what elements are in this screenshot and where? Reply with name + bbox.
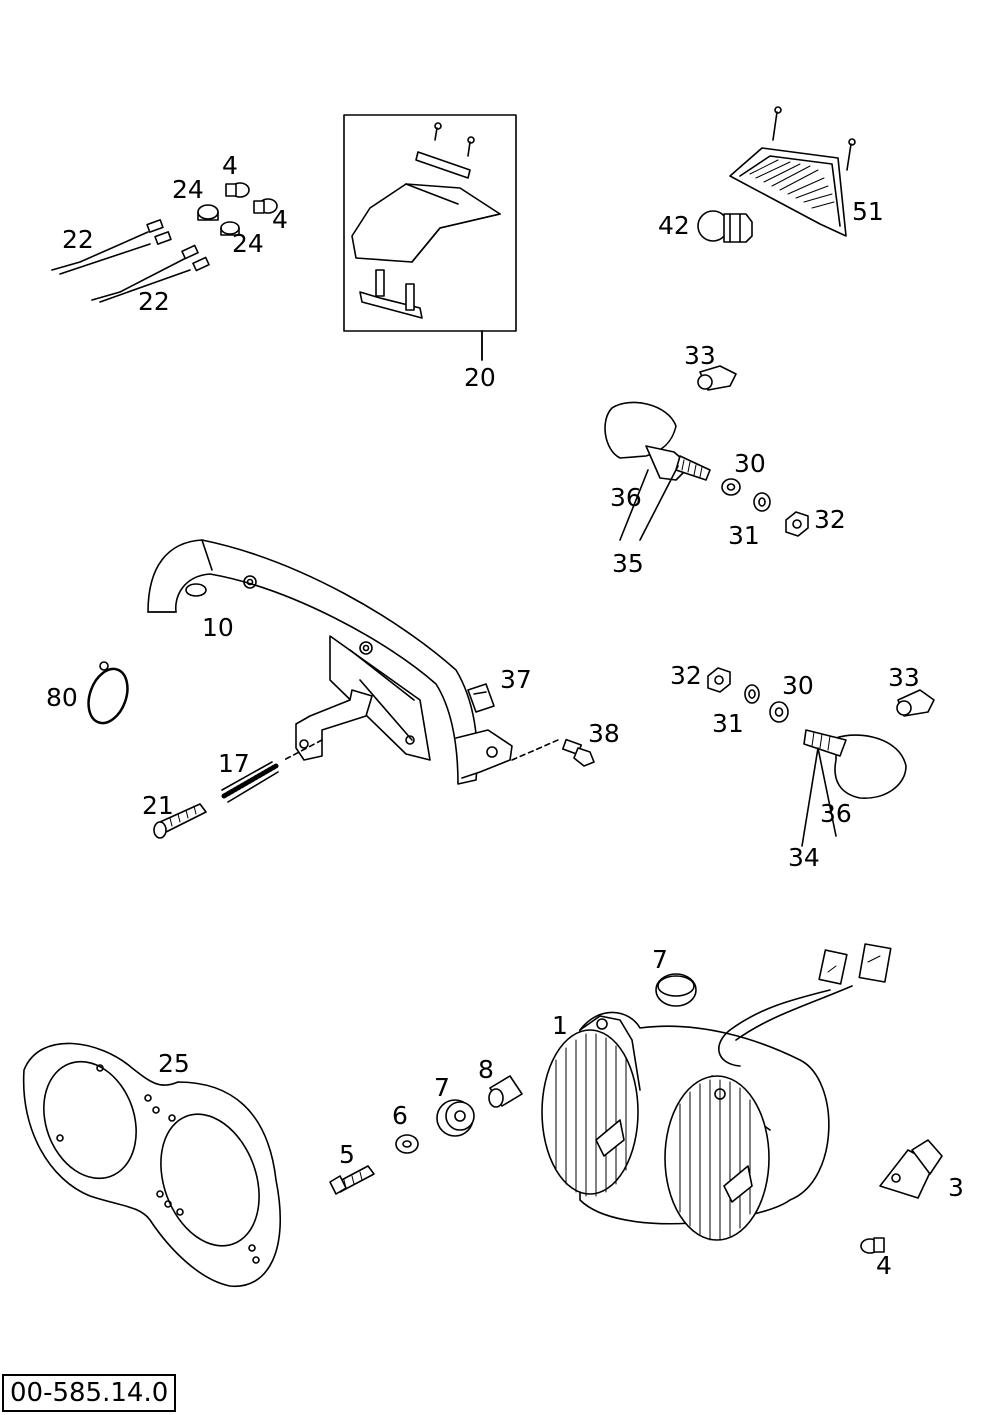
callout-6: 6 (392, 1101, 408, 1130)
callout-22-upper: 22 (62, 225, 94, 254)
headlight-bracket (147, 539, 559, 785)
callout-51: 51 (852, 197, 884, 226)
callout-4-lower: 4 (876, 1251, 892, 1280)
callout-30-lower: 30 (782, 671, 814, 700)
lock-washer-lower (744, 684, 760, 704)
bulb-parking-light (860, 1237, 885, 1254)
bulb-stop-light (697, 210, 753, 243)
callout-42: 42 (658, 211, 690, 240)
washer-flat (395, 1134, 419, 1154)
callout-25: 25 (158, 1049, 190, 1078)
callout-38: 38 (588, 719, 620, 748)
callout-1: 1 (552, 1011, 568, 1040)
callout-8: 8 (478, 1055, 494, 1084)
callout-37: 37 (500, 665, 532, 694)
drawing-id-label: 00-585.14.0 (2, 1374, 177, 1412)
callout-7-upper: 7 (652, 945, 668, 974)
leader-35 (619, 465, 679, 541)
callout-36-upper: 36 (610, 483, 642, 512)
headlight-frame-gasket (22, 1042, 281, 1287)
callout-20: 20 (464, 363, 496, 392)
callout-3: 3 (948, 1173, 964, 1202)
lock-washer-upper (753, 492, 771, 512)
socket-lower (220, 221, 240, 236)
callout-21: 21 (142, 791, 174, 820)
leader-34 (801, 747, 837, 847)
washer-upper (721, 478, 741, 496)
bulb-small-upper (225, 182, 250, 198)
callout-33-upper: 33 (684, 341, 716, 370)
grommet-side (436, 1099, 475, 1137)
callout-36-lower: 36 (820, 799, 852, 828)
headlight-housing (541, 1011, 830, 1241)
panel-assembly-box (343, 114, 517, 361)
callout-24-upper: 24 (172, 175, 204, 204)
bulb-indicator-lower (896, 689, 935, 717)
tail-light-lens (729, 106, 856, 237)
spacer-sleeve (488, 1075, 523, 1108)
adjusting-screw (153, 803, 207, 839)
callout-4-upper: 4 (222, 151, 238, 180)
socket-upper (197, 204, 219, 221)
callout-22-lower: 22 (138, 287, 170, 316)
callout-10: 10 (202, 613, 234, 642)
wire-lead-lower (91, 244, 210, 303)
bulb-small-right (253, 198, 278, 214)
callout-4-right: 4 (272, 205, 288, 234)
callout-32-upper: 32 (814, 505, 846, 534)
headlight-wiring-harness (718, 943, 892, 1067)
spring (221, 761, 279, 803)
clip-nut (467, 683, 495, 713)
callout-30-upper: 30 (734, 449, 766, 478)
washer-lower (769, 701, 789, 723)
callout-31-upper: 31 (728, 521, 760, 550)
indicator-upper (604, 401, 711, 481)
callout-33-lower: 33 (888, 663, 920, 692)
bulb-indicator-upper (697, 365, 737, 391)
callout-32-lower: 32 (670, 661, 702, 690)
bracket-bolt (561, 738, 595, 767)
callout-17: 17 (218, 749, 250, 778)
headlight-bulb-h4 (879, 1139, 943, 1199)
callout-31-lower: 31 (712, 709, 744, 738)
callout-5: 5 (339, 1140, 355, 1169)
headlight-screw (329, 1165, 375, 1195)
callout-80: 80 (46, 683, 78, 712)
nut-lower (707, 667, 731, 693)
callout-34: 34 (788, 843, 820, 872)
cable-tie (87, 661, 129, 725)
callout-24-lower: 24 (232, 229, 264, 258)
wire-lead-upper (51, 219, 172, 275)
grommet-top (655, 973, 697, 1007)
callout-7-lower: 7 (434, 1073, 450, 1102)
indicator-lower (803, 729, 907, 799)
callout-35: 35 (612, 549, 644, 578)
nut-upper (785, 511, 809, 537)
